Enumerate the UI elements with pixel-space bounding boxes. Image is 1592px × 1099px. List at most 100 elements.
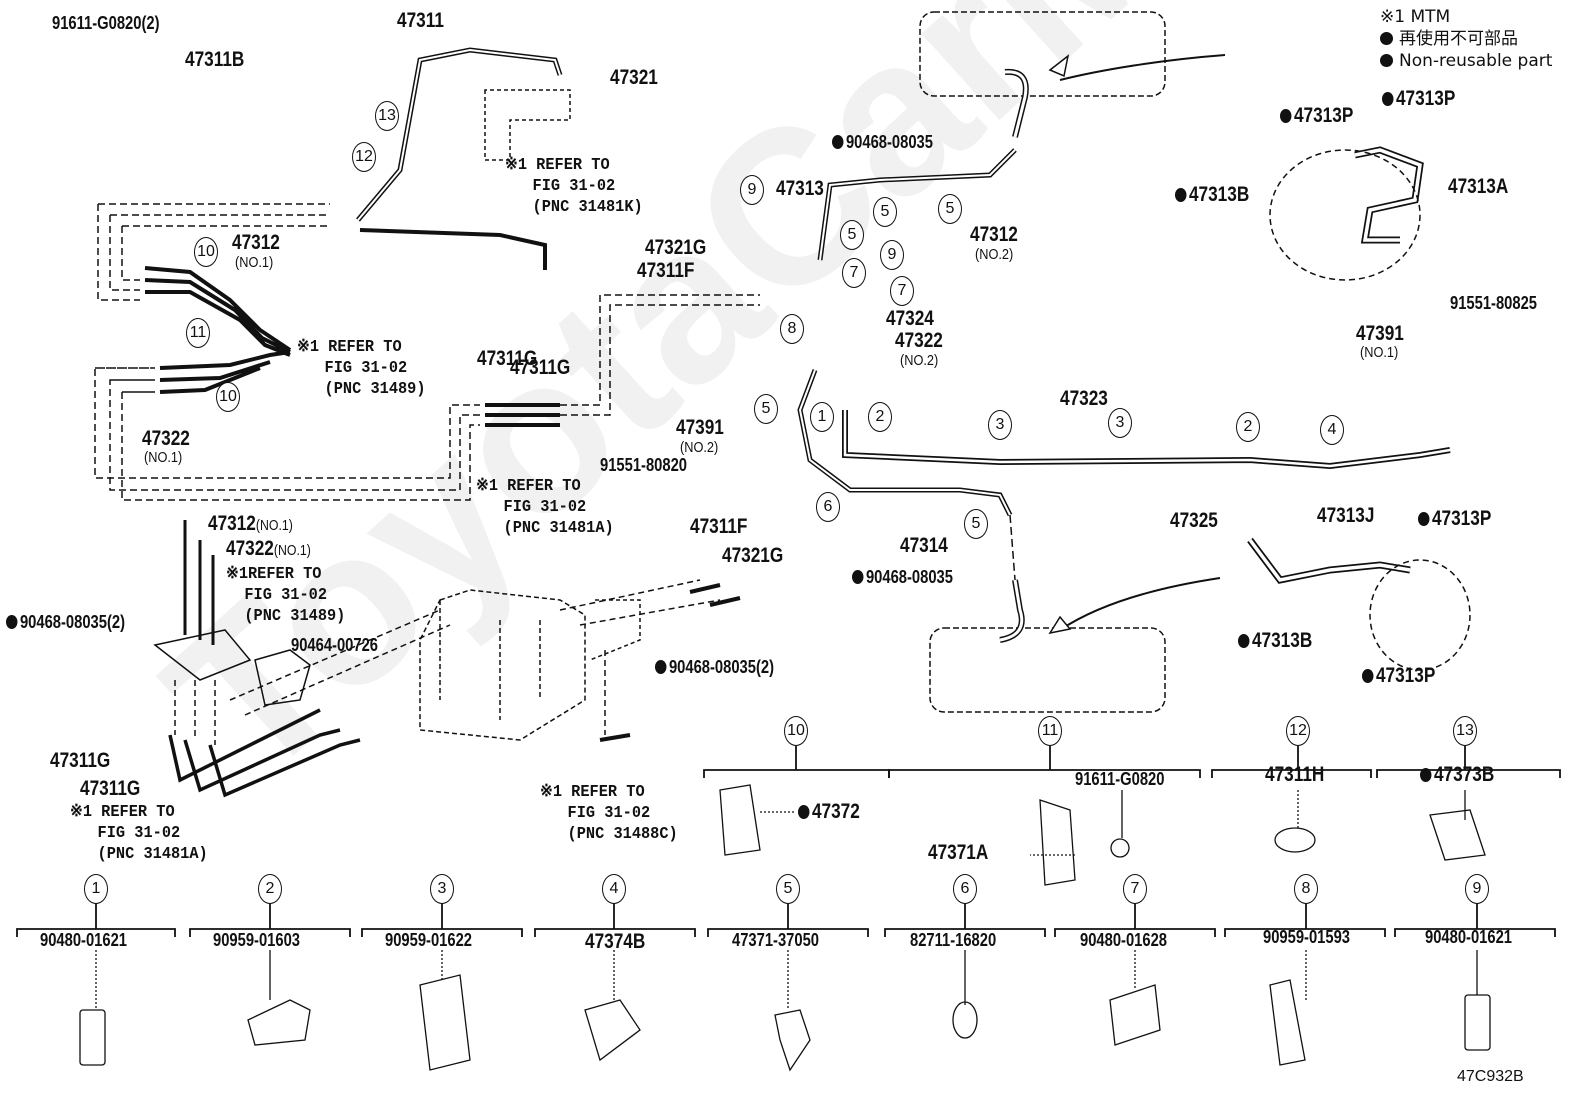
- refer-note[interactable]: ※1 REFER TO FIG 31-02 (PNC 31481A): [70, 803, 208, 864]
- part-label[interactable]: 90959-01603: [213, 930, 301, 950]
- callout-marker[interactable]: 5: [840, 220, 864, 250]
- callout-marker[interactable]: 4: [602, 874, 626, 904]
- callout-marker[interactable]: 10: [216, 382, 240, 412]
- callout-marker[interactable]: 12: [1286, 716, 1310, 746]
- part-label[interactable]: 47391: [676, 416, 724, 439]
- part-label[interactable]: 90468-08035(2): [6, 613, 125, 631]
- part-label[interactable]: 47371A: [928, 841, 989, 864]
- part-label[interactable]: 90468-08035: [852, 568, 953, 586]
- part-label[interactable]: 47311F: [690, 515, 748, 538]
- callout-marker[interactable]: 13: [375, 101, 399, 131]
- part-label[interactable]: 91611-G0820(2): [52, 13, 160, 33]
- part-label[interactable]: 47314: [900, 534, 948, 557]
- part-label[interactable]: 47322: [142, 427, 190, 450]
- callout-marker[interactable]: 1: [84, 874, 108, 904]
- part-label[interactable]: 47311G: [80, 777, 141, 800]
- part-label[interactable]: 47325: [1170, 509, 1218, 532]
- part-label[interactable]: 90480-01621: [1425, 927, 1513, 947]
- part-label[interactable]: 90464-00726: [291, 635, 379, 655]
- part-label[interactable]: 47312(NO.1): [208, 512, 293, 535]
- callout-marker[interactable]: 5: [873, 197, 897, 227]
- callout-marker[interactable]: 11: [1038, 716, 1062, 746]
- part-label[interactable]: 47311F: [637, 259, 695, 282]
- refer-note[interactable]: ※1 REFER TO FIG 31-02 (PNC 31488C): [540, 783, 678, 844]
- part-label[interactable]: 90468-08035: [832, 133, 933, 151]
- callout-marker[interactable]: 8: [1294, 874, 1318, 904]
- part-label[interactable]: 47311: [397, 9, 444, 32]
- callout-marker[interactable]: 6: [816, 492, 840, 522]
- callout-marker[interactable]: 1: [810, 402, 834, 432]
- callout-marker[interactable]: 11: [186, 318, 210, 348]
- part-label[interactable]: 91611-G0820: [1075, 769, 1165, 789]
- callout-marker[interactable]: 6: [953, 874, 977, 904]
- part-label[interactable]: 47311G: [477, 347, 538, 370]
- callout-marker[interactable]: 3: [430, 874, 454, 904]
- callout-marker[interactable]: 5: [776, 874, 800, 904]
- callout-marker[interactable]: 8: [780, 314, 804, 344]
- callout-marker[interactable]: 9: [1465, 874, 1489, 904]
- callout-marker[interactable]: 5: [754, 394, 778, 424]
- part-label[interactable]: 47313B: [1175, 184, 1249, 205]
- callout-marker[interactable]: 5: [964, 509, 988, 539]
- part-label[interactable]: 47311G: [50, 749, 111, 772]
- refer-note[interactable]: ※1 REFER TO FIG 31-02 (PNC 31489): [297, 338, 426, 399]
- callout-marker[interactable]: 7: [1123, 874, 1147, 904]
- part-label[interactable]: 47373B: [1420, 764, 1494, 785]
- part-label[interactable]: 47313: [776, 177, 824, 200]
- callout-marker[interactable]: 2: [258, 874, 282, 904]
- callout-marker[interactable]: 13: [1453, 716, 1477, 746]
- part-label[interactable]: 47313P: [1382, 88, 1455, 109]
- part-label[interactable]: 47312: [970, 223, 1018, 246]
- part-label[interactable]: 47313P: [1280, 105, 1353, 126]
- part-label[interactable]: 47391: [1356, 322, 1404, 345]
- callout-marker[interactable]: 7: [890, 276, 914, 306]
- refer-note[interactable]: ※1 REFER TO FIG 31-02 (PNC 31481A): [476, 477, 614, 538]
- part-label[interactable]: 47372: [798, 801, 860, 822]
- part-label[interactable]: 47321G: [645, 236, 707, 259]
- part-label[interactable]: 47311H: [1265, 763, 1325, 786]
- part-label[interactable]: 47311B: [185, 48, 245, 71]
- part-label[interactable]: 47321G: [722, 544, 784, 567]
- part-label[interactable]: 47321: [610, 66, 658, 89]
- part-label[interactable]: 90480-01628: [1080, 930, 1168, 950]
- callout-marker[interactable]: 5: [938, 194, 962, 224]
- callout-marker[interactable]: 9: [740, 175, 764, 205]
- callout-marker[interactable]: 12: [352, 142, 376, 172]
- part-label[interactable]: 47311G: [510, 356, 571, 379]
- callout-marker[interactable]: 7: [842, 258, 866, 288]
- part-sublabel: (NO.1): [235, 254, 274, 271]
- part-label[interactable]: 47322(NO.1): [226, 537, 311, 560]
- callout-marker[interactable]: 3: [1108, 408, 1132, 438]
- part-label[interactable]: 90468-08035(2): [655, 658, 774, 676]
- callout-marker[interactable]: 10: [194, 237, 218, 267]
- refer-note[interactable]: ※1 REFER TO FIG 31-02 (PNC 31481K): [505, 156, 643, 217]
- part-label[interactable]: 47323: [1060, 387, 1108, 410]
- callout-marker[interactable]: 3: [988, 410, 1012, 440]
- callout-marker[interactable]: 9: [880, 240, 904, 270]
- part-label[interactable]: 47313J: [1317, 504, 1375, 527]
- part-label[interactable]: 90480-01621: [40, 930, 128, 950]
- part-label[interactable]: 47313A: [1448, 175, 1509, 198]
- callout-marker[interactable]: 2: [868, 402, 892, 432]
- hose-47313a: [1354, 146, 1424, 244]
- callout-marker[interactable]: 4: [1320, 415, 1344, 445]
- part-label[interactable]: 47313B: [1238, 630, 1312, 651]
- callout-marker[interactable]: 10: [784, 716, 808, 746]
- part-label[interactable]: 47322: [895, 329, 943, 352]
- pipe-47323: [842, 410, 1451, 470]
- part-label[interactable]: 47374B: [585, 930, 646, 953]
- part-label[interactable]: 91551-80825: [1450, 293, 1538, 313]
- part-label[interactable]: 47312: [232, 231, 280, 254]
- part-label[interactable]: 90959-01593: [1263, 927, 1351, 947]
- callout-marker[interactable]: 2: [1236, 412, 1260, 442]
- dashed-lower: [174, 579, 721, 745]
- part-label[interactable]: 47313P: [1418, 508, 1491, 529]
- part-label[interactable]: 91551-80820: [600, 455, 688, 475]
- refer-note[interactable]: ※1REFER TO FIG 31-02 (PNC 31489): [226, 565, 346, 626]
- arrow-bottom: [1059, 577, 1221, 631]
- part-label[interactable]: 47324: [886, 307, 934, 330]
- part-label[interactable]: 90959-01622: [385, 930, 473, 950]
- part-label[interactable]: 82711-16820: [910, 930, 997, 950]
- part-label[interactable]: 47313P: [1362, 665, 1435, 686]
- part-label[interactable]: 47371-37050: [732, 930, 820, 950]
